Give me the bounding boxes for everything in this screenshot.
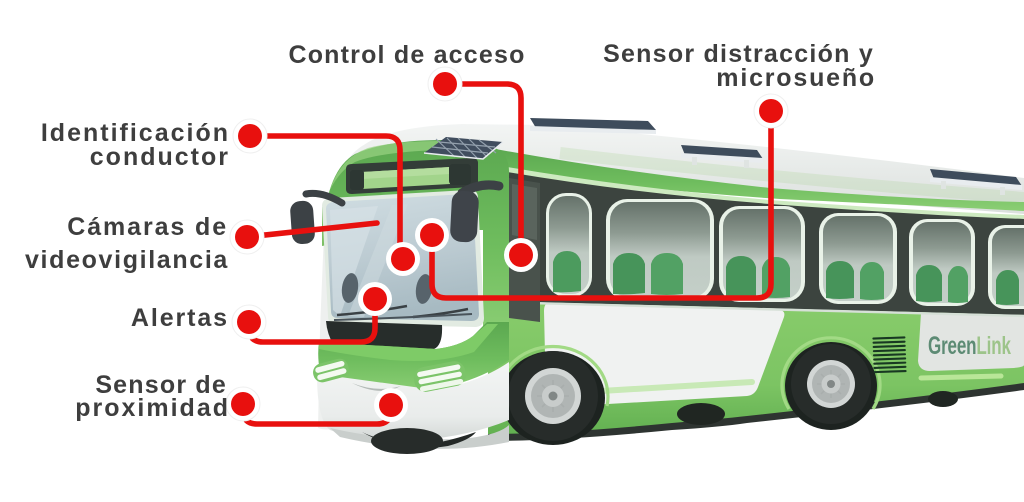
svg-text:videovigilancia: videovigilancia bbox=[25, 246, 229, 274]
svg-text:Sensor de: Sensor de bbox=[95, 371, 227, 399]
svg-text:Control de acceso: Control de acceso bbox=[288, 41, 525, 69]
svg-text:GreenLink: GreenLink bbox=[928, 332, 1011, 360]
svg-text:Sensor distracción y: Sensor distracción y bbox=[603, 40, 874, 68]
svg-text:Identificación: Identificación bbox=[41, 119, 230, 147]
svg-text:Alertas: Alertas bbox=[131, 304, 229, 332]
svg-text:proximidad: proximidad bbox=[75, 394, 230, 422]
svg-text:microsueño: microsueño bbox=[716, 64, 876, 92]
svg-text:conductor: conductor bbox=[90, 143, 230, 171]
svg-text:Cámaras de: Cámaras de bbox=[67, 213, 228, 241]
